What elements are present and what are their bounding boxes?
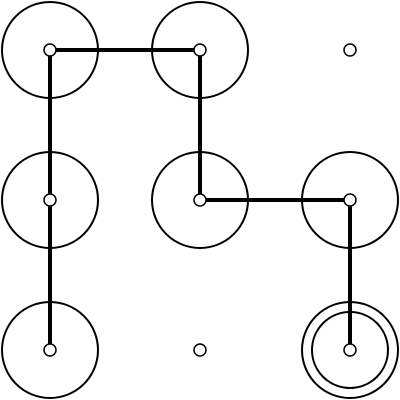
pattern-dots-layer xyxy=(43,43,357,357)
pattern-dot-3[interactable] xyxy=(343,43,357,57)
pattern-dot-4-selected[interactable] xyxy=(43,193,57,207)
pattern-dot-6-selected[interactable] xyxy=(343,193,357,207)
pattern-dot-8[interactable] xyxy=(193,343,207,357)
pattern-dot-5-selected[interactable] xyxy=(193,193,207,207)
pattern-dot-9-selected[interactable] xyxy=(343,343,357,357)
pattern-dot-2-selected[interactable] xyxy=(193,43,207,57)
pattern-dot-7-selected[interactable] xyxy=(43,343,57,357)
pattern-dot-1-selected[interactable] xyxy=(43,43,57,57)
